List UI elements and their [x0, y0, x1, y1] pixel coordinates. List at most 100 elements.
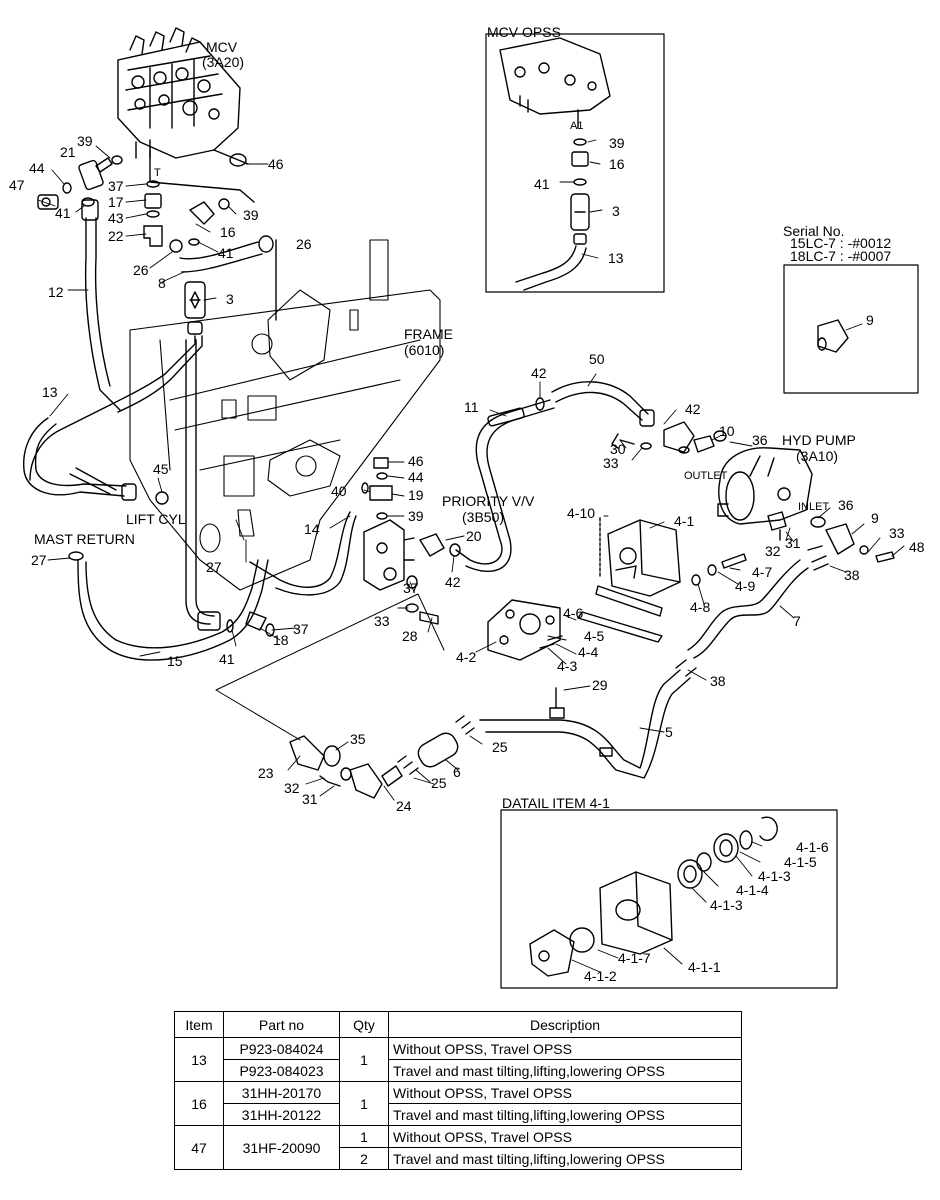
part-label: 33 [889, 525, 905, 541]
part-label: 46 [408, 453, 424, 469]
part-label: 29 [592, 677, 608, 693]
header-item: Item [174, 1011, 224, 1038]
part-label: 13 [42, 384, 58, 400]
part-label: 39 [77, 133, 93, 149]
part-no-cell: P923-084024 [223, 1037, 340, 1060]
part-label: 48 [909, 539, 925, 555]
part-label: 7 [793, 613, 801, 629]
part-label: 4-7 [752, 564, 773, 580]
part-label: 37 [293, 621, 309, 637]
serial-line-1: 15LC-7 : -#0012 [790, 235, 892, 251]
opss-label-16: 16 [609, 156, 625, 172]
part-label: 28 [402, 628, 418, 644]
part-no-cell: 31HH-20170 [223, 1081, 340, 1104]
table-row: 31HH-20122 Travel and mast tilting,lifti… [175, 1103, 742, 1126]
description-cell: Travel and mast tilting,lifting,lowering… [388, 1103, 742, 1126]
part-label: 25 [492, 739, 508, 755]
part-label: 21 [60, 144, 76, 160]
header-description: Description [388, 1011, 742, 1038]
part-label: 24 [396, 798, 412, 814]
part-label: 22 [108, 228, 124, 244]
description-cell: Travel and mast tilting,lifting,lowering… [388, 1059, 742, 1082]
part-label: 37 [108, 178, 124, 194]
part-label: 17 [108, 194, 124, 210]
table-row: 2 Travel and mast tilting,lifting,loweri… [175, 1147, 742, 1170]
detail-label-4-1-4: 4-1-4 [736, 882, 769, 898]
table-row: P923-084023 Travel and mast tilting,lift… [175, 1059, 742, 1082]
qty-cell: 2 [339, 1147, 389, 1170]
part-label: 6 [453, 764, 461, 780]
part-no-cell: 31HH-20122 [223, 1103, 340, 1126]
part-label: 4-4 [578, 644, 599, 660]
part-label: 45 [153, 461, 169, 477]
mcv-opss-valve [499, 37, 611, 115]
part-label: 46 [268, 156, 284, 172]
part-label: 26 [133, 262, 149, 278]
detail-label-4-1-7: 4-1-7 [618, 950, 651, 966]
part-label: 4-6 [563, 605, 584, 621]
part-label: 15 [167, 653, 183, 669]
hose-50 [551, 381, 649, 421]
item-cell: 16 [174, 1081, 224, 1126]
part-label: 31 [302, 791, 318, 807]
port-t-label: T [154, 167, 161, 179]
priority-valve [363, 519, 415, 591]
hose-13 [23, 417, 127, 497]
part-label: 44 [29, 160, 45, 176]
part-label: 33 [603, 455, 619, 471]
table-row: 13 P923-084024 1 Without OPSS, Travel OP… [174, 1037, 742, 1082]
item-cell: 13 [174, 1037, 224, 1082]
item-cell: 47 [174, 1125, 224, 1170]
part-label: 40 [331, 483, 347, 499]
detail-label-4-1-6: 4-1-6 [796, 839, 829, 855]
description-cell: Travel and mast tilting,lifting,lowering… [388, 1147, 742, 1170]
part-label: 42 [531, 365, 547, 381]
part-label: 50 [589, 351, 605, 367]
mcv-leader [149, 149, 255, 203]
serial-title: Serial No. [783, 223, 845, 239]
table-row: 47 31HF-20090 1 Without OPSS, Travel OPS… [174, 1125, 742, 1170]
part-label: 4-1 [674, 513, 695, 529]
part-label: 37 [403, 580, 419, 596]
part-label: 39 [243, 207, 259, 223]
part-label: 33 [374, 613, 390, 629]
outlet-label: OUTLET [684, 470, 728, 482]
hose-6 [417, 732, 459, 768]
part-label: 12 [48, 284, 64, 300]
qty-cell: 1 [339, 1037, 389, 1082]
opss-label-3: 3 [612, 203, 620, 219]
frame-code: (6010) [404, 342, 445, 358]
part-label: 3 [226, 291, 234, 307]
hose-11 [455, 399, 555, 573]
description-cell: Without OPSS, Travel OPSS [388, 1081, 742, 1104]
table-row: 16 31HH-20170 1 Without OPSS, Travel OPS… [174, 1081, 742, 1126]
part-label: 36 [752, 432, 768, 448]
hose-15 [77, 559, 269, 661]
serial-item: 9 [866, 312, 874, 328]
part-label: 42 [445, 574, 461, 590]
part-label: 5 [665, 724, 673, 740]
qty-cell: 1 [339, 1081, 389, 1126]
hose-12 [84, 217, 121, 411]
part-label: 38 [844, 567, 860, 583]
header-qty: Qty [339, 1011, 389, 1038]
detail-4-1-parts [529, 816, 778, 977]
part-label: 42 [685, 401, 701, 417]
opss-label-39: 39 [609, 135, 625, 151]
header-part-no: Part no [223, 1011, 340, 1038]
part-label: 11 [464, 399, 479, 415]
part-label: 36 [838, 497, 854, 513]
detail-title: DATAIL ITEM 4-1 [502, 795, 610, 811]
part-label: 41 [219, 651, 235, 667]
suction-pipe-5 [479, 669, 691, 779]
part-label: 27 [31, 552, 47, 568]
mcv-opss-frame [485, 33, 665, 293]
part-label: 9 [871, 510, 879, 526]
serial-line-2: 18LC-7 : -#0007 [790, 248, 892, 264]
part-label: 41 [55, 205, 71, 221]
hose-8 [179, 241, 263, 273]
coupling-4-2 [487, 599, 561, 661]
serial-frame [783, 264, 919, 394]
inlet-label: INLET [798, 501, 830, 513]
hydraulic-pump [717, 447, 813, 525]
